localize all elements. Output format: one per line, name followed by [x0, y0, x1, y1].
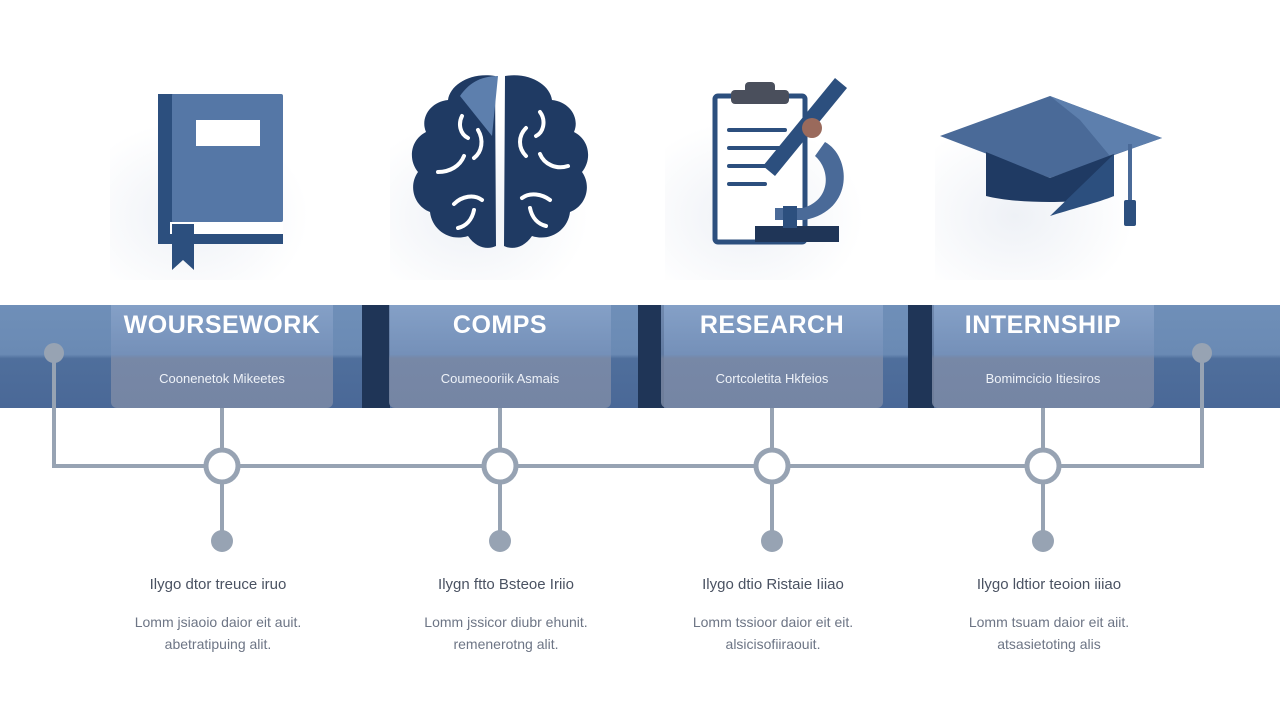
stage-subtitle: Bomimcicio Itiesiros — [985, 371, 1101, 386]
stage-subtitle: Cortcoletita Hkfeios — [715, 371, 829, 386]
stage-title: INTERNSHIP — [964, 311, 1122, 339]
description-line: Lomm jsiaoio daior eit auit. — [134, 614, 302, 630]
milestone-node — [481, 447, 519, 485]
stage-card-internship: INTERNSHIP Bomimcicio Itiesiros — [932, 305, 1154, 408]
description-line: remenerotng alit. — [453, 636, 559, 652]
brain-icon — [380, 60, 620, 290]
description-line: atsasietoting alis — [997, 636, 1101, 652]
stage-description-coursework: Ilygo dtor treuce iruo Lomm jsiaoio daio… — [98, 576, 338, 655]
description-line: abetratipuing alit. — [164, 636, 272, 652]
graduation-cap-icon — [930, 60, 1170, 290]
description-line: Lomm tsuam daior eit aiit. — [968, 614, 1130, 630]
description-line: Lomm jssicor diubr ehunit. — [424, 614, 588, 630]
book-icon — [100, 60, 340, 290]
milestone-node — [203, 447, 241, 485]
milestone-node — [753, 447, 791, 485]
milestone-end-dot — [489, 530, 511, 552]
stage-card-research: RESEARCH Cortcoletita Hkfeios — [661, 305, 883, 408]
milestone-end-dot — [1032, 530, 1054, 552]
stage-description-comps: Ilygn ftto Bsteoe Iriio Lomm jssicor diu… — [386, 576, 626, 655]
milestone-end-dot — [761, 530, 783, 552]
description-line: Lomm tssioor daior eit eit. — [692, 614, 854, 630]
description-line: alsicisofiiraouit. — [725, 636, 821, 652]
milestone-node — [1024, 447, 1062, 485]
stage-description-research: Ilygo dtio Ristaie Iiiao Lomm tssioor da… — [653, 576, 893, 655]
description-title: Ilygn ftto Bsteoe Iriio — [438, 576, 574, 593]
stage-card-coursework: WOURSEWORK Coonenetok Mikeetes — [111, 305, 333, 408]
stage-subtitle: Coonenetok Mikeetes — [159, 371, 285, 386]
stage-title: COMPS — [452, 311, 548, 339]
microscope-icon — [655, 60, 895, 290]
stage-description-internship: Ilygo ldtior teoion iiiao Lomm tsuam dai… — [929, 576, 1169, 655]
stage-title: WOURSEWORK — [123, 311, 321, 339]
stage-card-comps: COMPS Coumeooriik Asmais — [389, 305, 611, 408]
stage-title: RESEARCH — [699, 311, 845, 339]
description-title: Ilygo dtor treuce iruo — [149, 576, 287, 593]
stage-subtitle: Coumeooriik Asmais — [440, 371, 560, 386]
band-divider — [908, 305, 934, 408]
description-title: Ilygo ldtior teoion iiiao — [976, 576, 1122, 593]
band-divider — [362, 305, 390, 408]
milestone-end-dot — [211, 530, 233, 552]
description-title: Ilygo dtio Ristaie Iiiao — [702, 576, 844, 593]
